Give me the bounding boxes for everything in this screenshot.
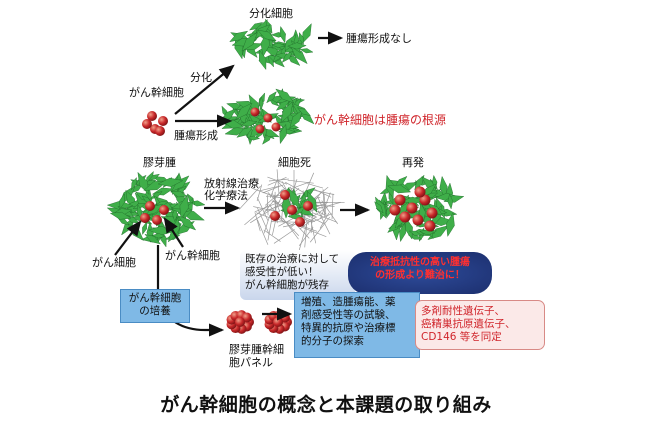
glioblastoma-stem-cells [140,201,169,225]
box-culture-line: の培養 [139,305,171,317]
label-no-tumor: 腫瘍形成なし [346,32,412,45]
arrow-differentiation [174,64,235,115]
box-treatment-line: 感受性が低い！ [245,266,319,278]
box-relapse-line: 治療抵抗性の高い腫瘍 [370,257,470,268]
label-differentiation: 分化 [190,71,212,84]
box-relapse-warning: 治療抵抗性の高い腫瘍 の形成より難治に！ [348,252,492,294]
label-cancer-stem-cell-top: がん幹細胞 [129,86,184,99]
box-culture-line: がん幹細胞 [128,292,182,304]
box-treatment-line: がん幹細胞が残存 [245,279,329,291]
tumor-stem-cells [250,107,281,134]
tumor-cluster [218,88,315,146]
cancer-stem-cell-group [142,111,168,136]
label-csc-is-root: がん幹細胞は腫瘍の根源 [314,113,447,127]
label-chemotherapy: 化学療法 [204,189,248,202]
label-panel-line1: 膠芽腫幹細 [229,343,284,356]
pointer-cancer-cell [114,220,142,256]
label-relapse: 再発 [402,156,424,169]
box-assay-line: 的分子の探索 [301,335,364,347]
relapse-cluster [374,174,465,243]
box-relapse-line: の形成より難治に！ [375,270,465,281]
box-treatment-line: 既存の治療に対して [245,253,340,265]
label-cancer-cell: がん細胞 [92,256,136,269]
box-assay-line: 特異的抗原や治療標 [301,322,396,334]
label-panel-line2: 胞パネル [229,356,273,369]
box-csc-culture: がん幹細胞 の培養 [120,289,190,323]
label-cell-death: 細胞死 [278,156,311,169]
box-treatment-resistance: 既存の治療に対して 感受性が低い！ がん幹細胞が残存 [240,250,355,300]
pointer-cancer-stem-cell [163,217,184,248]
label-cancer-stem-cell-bottom: がん幹細胞 [165,249,220,262]
glioblastoma-stem-cell-panel [226,310,292,334]
label-tumor-formation: 腫瘍形成 [174,129,218,142]
label-glioblastoma: 膠芽腫 [143,156,176,169]
box-results-line: 癌精巣抗原遺伝子、 [421,318,516,330]
differentiated-cell-cluster [229,18,314,71]
box-assay-line: 増殖、造腫瘍能、薬 [301,296,396,308]
box-results-line: CD146 等を同定 [421,331,502,343]
box-assay-line: 剤感受性等の試験、 [301,309,396,321]
surviving-stem-cells [270,190,313,227]
relapse-stem-cells [389,186,438,232]
box-results-line: 多剤耐性遺伝子、 [421,305,505,317]
figure-caption: がん幹細胞の概念と本課題の取り組み [160,394,492,416]
label-differentiated-cells: 分化細胞 [249,7,293,20]
box-identified-genes: 多剤耐性遺伝子、 癌精巣抗原遺伝子、 CD146 等を同定 [415,300,545,350]
label-radiotherapy: 放射線治療 [204,177,259,190]
glioblastoma-cluster [106,170,206,248]
box-assays: 増殖、造腫瘍能、薬 剤感受性等の試験、 特異的抗原や治療標 的分子の探索 [294,292,420,358]
